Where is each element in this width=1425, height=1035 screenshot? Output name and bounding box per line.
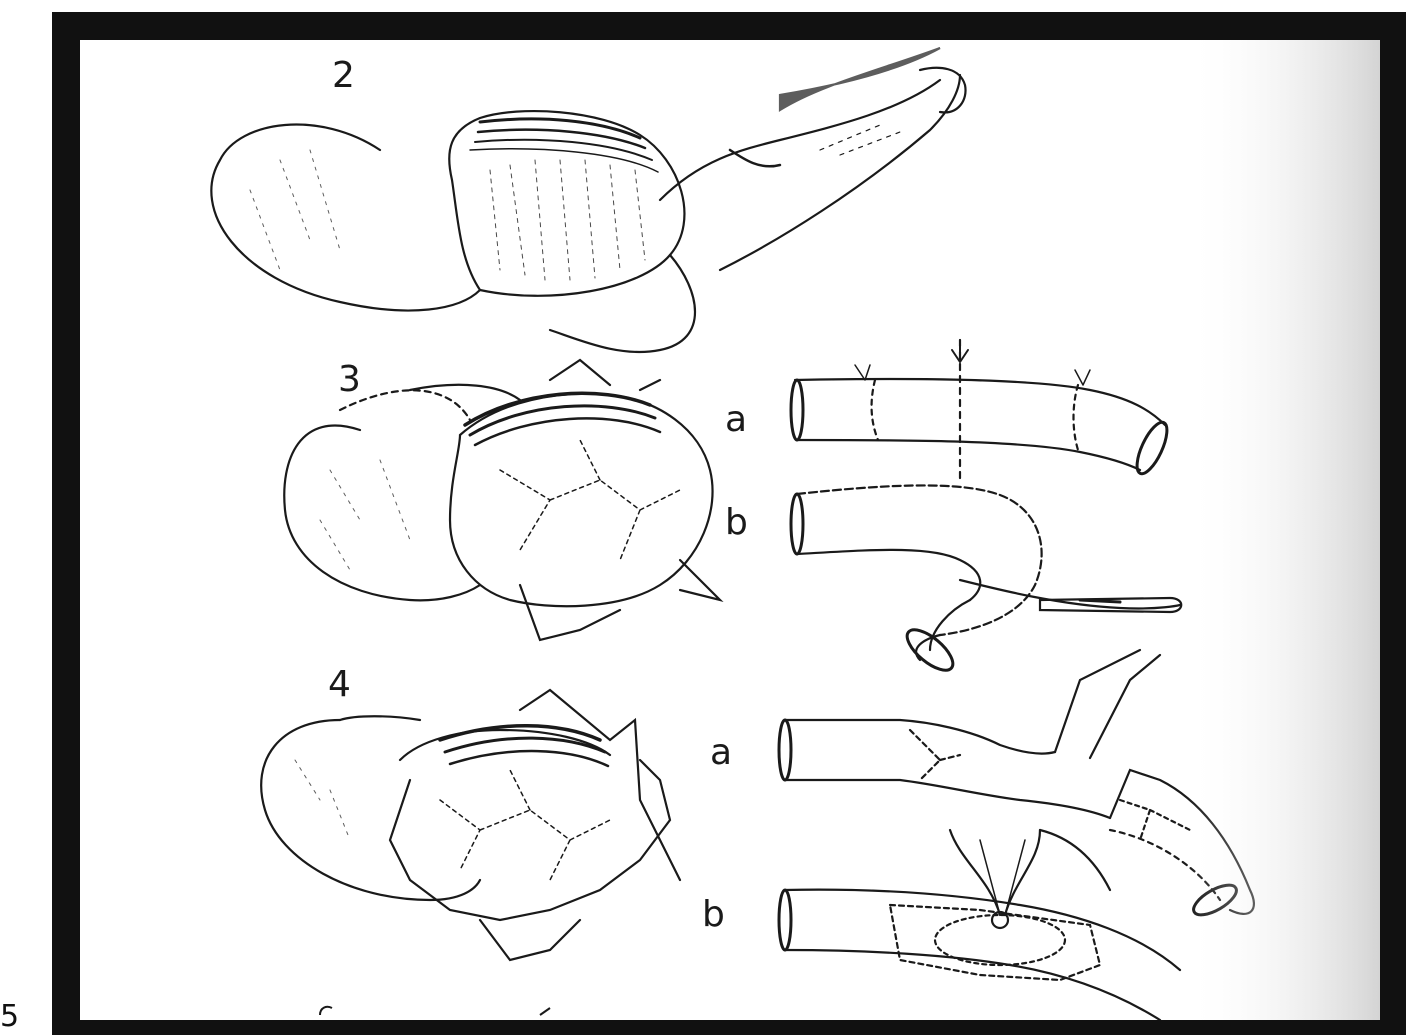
figure-2-label: 2 (332, 58, 355, 94)
figure-4b-label: b (702, 897, 725, 933)
illustration-sheet: 2 3 4 a b a b (80, 40, 1380, 1020)
figure-4-label: 4 (328, 667, 351, 703)
page-number: 5 (0, 1002, 19, 1032)
figure-3b-label: b (725, 505, 748, 541)
figure-3a-label: a (725, 402, 747, 438)
figure-3-label: 3 (338, 362, 361, 398)
figure-4a-label: a (710, 735, 732, 771)
